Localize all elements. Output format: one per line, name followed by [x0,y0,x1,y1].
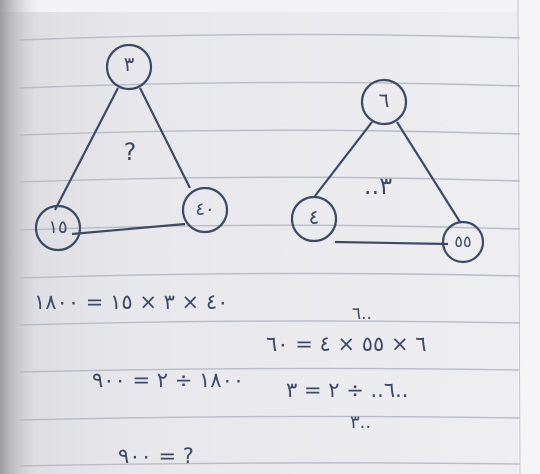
equation-product: ٤٠ × ٣ × ١٥ = ١٨٠٠ [34,292,228,313]
right-center-value: ..٣ [364,174,392,198]
equation-right-top: ٦.. [352,306,372,323]
left-center-unknown: ? [124,140,137,164]
equation-right-division: ٦.. ÷ ٢ = ٣.. [286,380,408,401]
right-top-value: ٦ [379,90,390,110]
left-top-value: ٣ [124,54,135,74]
equation-division: ١٨٠٠ ÷ ٢ = ٩٠٠ [92,370,244,391]
right-bottom-right-value: ٥٥ [454,234,471,250]
left-shadow [0,0,40,474]
equation-result: ٩٠٠ = ? [118,446,194,467]
left-bottom-right-value: ٤٠ [195,201,214,219]
right-page-edge [518,0,540,474]
equation-right-product: ٦ × ٥٥ × ٤ = ٦٠ [266,334,427,355]
right-bottom-left-value: ٤ [309,207,320,227]
equation-right-result: ٣.. [350,414,371,432]
notebook-edge [0,0,540,12]
left-bottom-left-value: ١٥ [48,219,67,237]
